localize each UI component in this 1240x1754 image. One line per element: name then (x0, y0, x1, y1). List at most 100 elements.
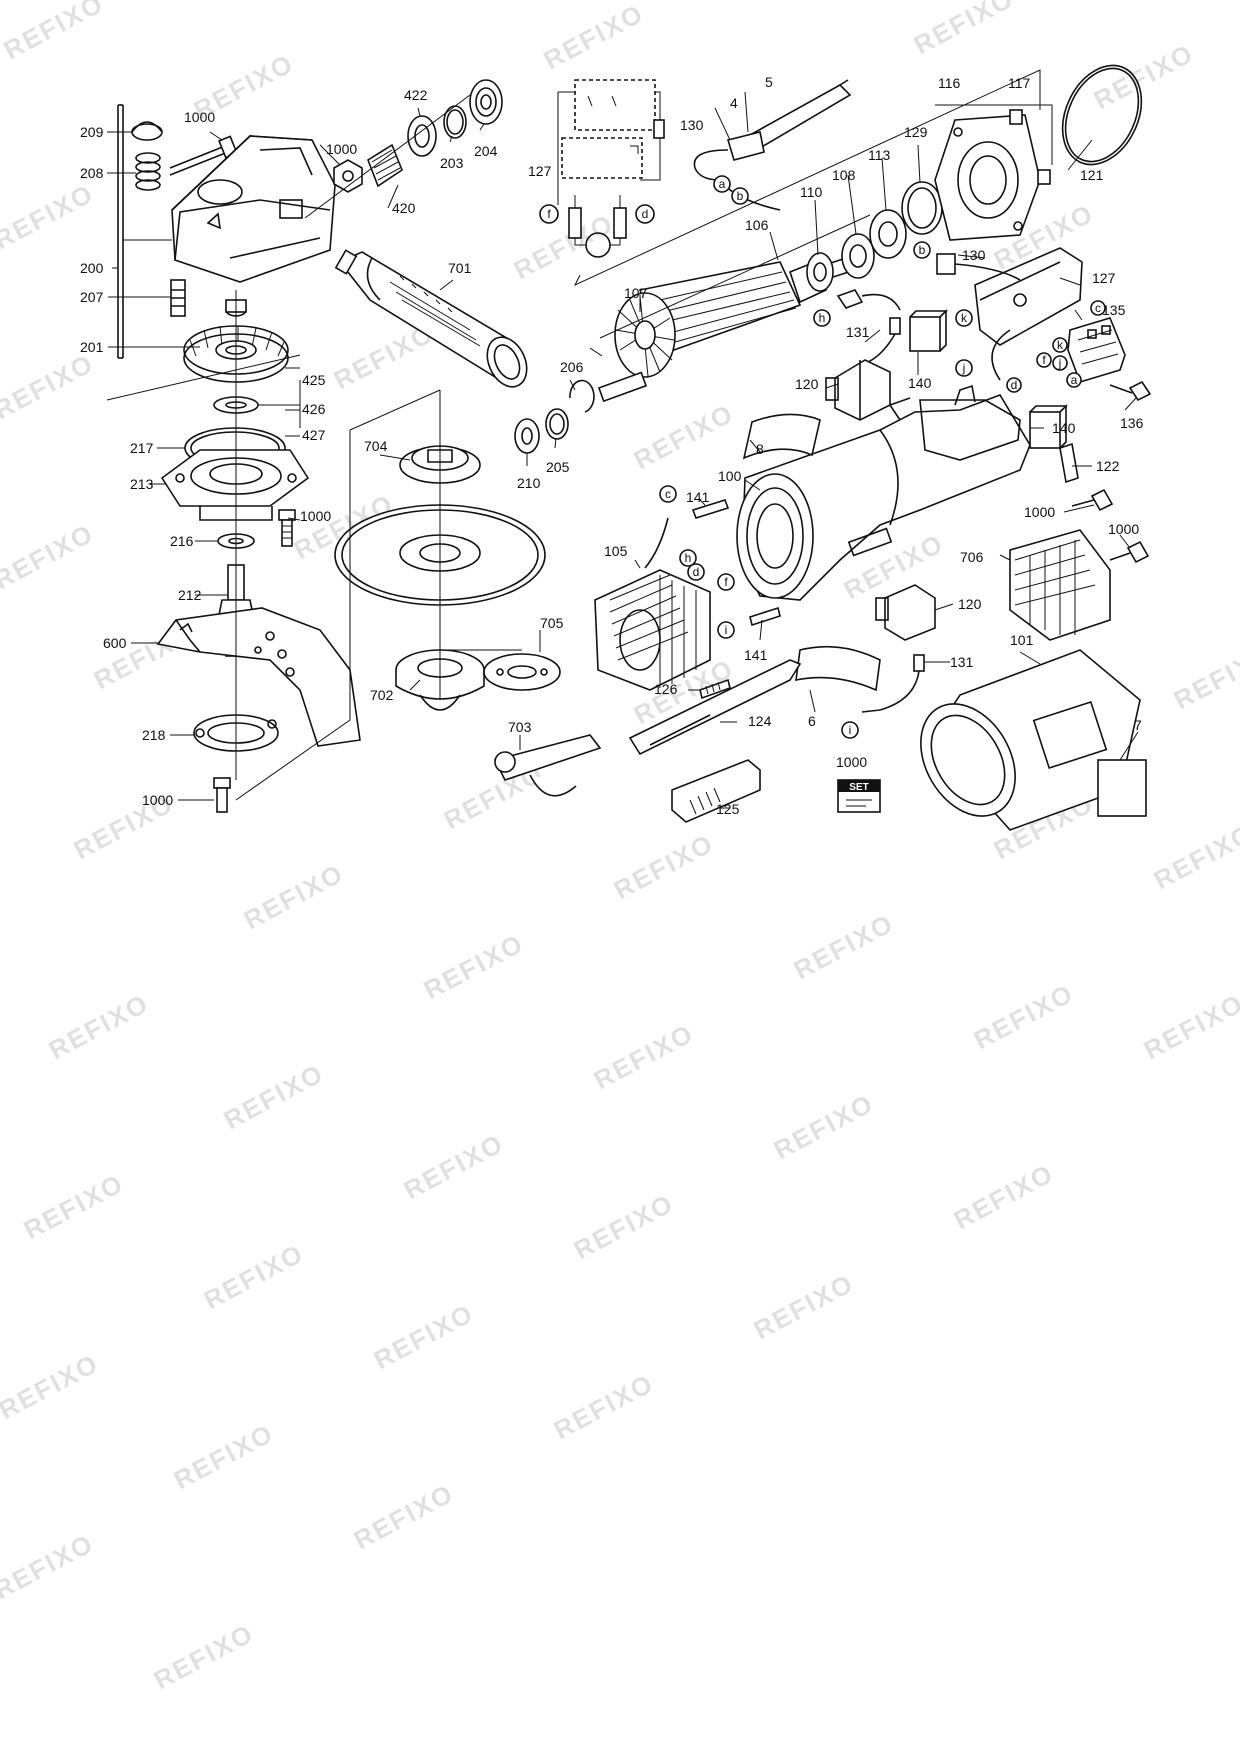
part-label-5: 5 (765, 74, 773, 90)
screw-part-1000b (278, 509, 296, 547)
part-label-209: 209 (80, 124, 104, 140)
connector-d: d (1011, 378, 1018, 392)
screw-part-1000e (1071, 488, 1114, 512)
part-label-425: 425 (302, 372, 326, 388)
o-ring-part-121 (1061, 64, 1143, 166)
connector-a: a (719, 177, 726, 191)
connector-j: j (1058, 356, 1062, 370)
rear-cover-part-116 (934, 114, 1041, 241)
pin-part-141b (749, 606, 781, 627)
watermark: REFIXO (219, 1058, 329, 1136)
part-label-116: 116 (938, 75, 961, 91)
watermark: REFIXO (569, 1188, 679, 1266)
part-label-706: 706 (960, 549, 984, 565)
bearing-part-204 (469, 79, 503, 125)
watermark: REFIXO (629, 398, 739, 476)
nut-part-1000d (333, 159, 363, 193)
bearing-flange-part-213 (160, 449, 310, 521)
part-label-130-b: 130 (962, 247, 986, 263)
part-label-213: 213 (130, 476, 154, 492)
connector-f: f (1042, 353, 1046, 367)
watermark: REFIXO (169, 1418, 279, 1496)
sleeve-part-6 (795, 645, 881, 692)
bevel-pinion-part-420 (367, 143, 403, 188)
part-label-127-b: 127 (1092, 270, 1116, 286)
leader-lines (106, 69, 1139, 809)
part-label-217: 217 (130, 440, 154, 456)
sheet-part-8 (742, 413, 821, 460)
label-part-7 (1097, 759, 1147, 817)
brush-part-140a (909, 309, 948, 352)
part-label-136: 136 (1120, 415, 1144, 431)
bushing-part-110 (806, 252, 834, 292)
watermark: REFIXO (0, 518, 99, 596)
sleeve-part-129 (901, 181, 943, 235)
guard-part-600 (156, 607, 361, 747)
part-label-205: 205 (546, 459, 570, 475)
part-label-1000-d: 1000 (326, 141, 357, 157)
part-label-600: 600 (103, 635, 127, 651)
part-label-200: 200 (80, 260, 104, 276)
part-label-218: 218 (142, 727, 166, 743)
terminal-part-122 (1059, 442, 1079, 484)
part-label-120-b: 120 (958, 596, 982, 612)
brush-holder-part-120b (875, 584, 936, 641)
connector-f: f (547, 207, 551, 221)
lever-part-124 (628, 659, 802, 756)
bearing-part-113 (869, 209, 907, 259)
part-label-141: 141 (686, 489, 710, 505)
nut-part-705 (483, 653, 561, 691)
part-label-135: 135 (1102, 302, 1126, 318)
connector-i: i (849, 723, 852, 737)
part-label-7: 7 (1134, 717, 1142, 733)
circlip-part-206 (569, 379, 595, 413)
connector-i: i (725, 623, 728, 637)
part-label-206: 206 (560, 359, 584, 375)
part-label-703: 703 (508, 719, 532, 735)
cord-part-5 (726, 79, 852, 161)
part-label-141-b: 141 (744, 647, 768, 663)
ring-part-203 (443, 105, 467, 139)
watermark: REFIXO (419, 928, 529, 1006)
part-label-1000-b: 1000 (300, 508, 331, 524)
spring-part-126 (699, 678, 731, 700)
part-label-106: 106 (745, 217, 769, 233)
switch-part-135 (1067, 317, 1126, 383)
connector-a: a (1071, 373, 1078, 387)
gear-housing-part-200 (171, 135, 336, 283)
connector-j: j (962, 361, 966, 375)
part-label-1000-set: 1000 (836, 754, 867, 770)
part-label-1000: 1000 (184, 109, 215, 125)
watermark: REFIXO (1169, 638, 1240, 716)
button-part-125 (671, 759, 761, 823)
cap-part-209 (131, 121, 163, 141)
part-label-110: 110 (800, 184, 823, 200)
part-label-1000-c: 1000 (142, 792, 173, 808)
pin-part-141a (691, 499, 730, 519)
screw-part-1000f (1109, 540, 1150, 564)
part-label-124: 124 (748, 713, 772, 729)
part-label-131-b: 131 (950, 654, 974, 670)
dust-cover-part-706 (1009, 529, 1111, 641)
switch-button-part-130 (936, 253, 1021, 281)
watermark: REFIXO (149, 1618, 259, 1696)
watermark: REFIXO (1139, 988, 1240, 1066)
part-label-129: 129 (904, 124, 928, 140)
part-labels: 209 1000 208 200 207 201 425 426 427 217… (80, 74, 1144, 817)
connector-part-131b (861, 654, 925, 713)
part-label-203: 203 (440, 155, 464, 171)
part-label-100: 100 (718, 468, 742, 484)
watermark: REFIXO (399, 1128, 509, 1206)
pinion-assembly (304, 79, 503, 219)
watermark: REFIXO (969, 978, 1079, 1056)
watermark: REFIXO (609, 828, 719, 906)
watermark: REFIXO (199, 1238, 309, 1316)
connector-b: b (737, 189, 744, 203)
watermark: REFIXO (0, 0, 109, 65)
part-label-127: 127 (528, 163, 552, 179)
connector-markers: a b f d b h k c k j f j d a c h d f i i … (539, 175, 1106, 739)
housing-sleeve-part-101 (920, 649, 1141, 831)
brush-part-140b (1029, 404, 1068, 449)
part-label-117: 117 (1008, 75, 1031, 91)
